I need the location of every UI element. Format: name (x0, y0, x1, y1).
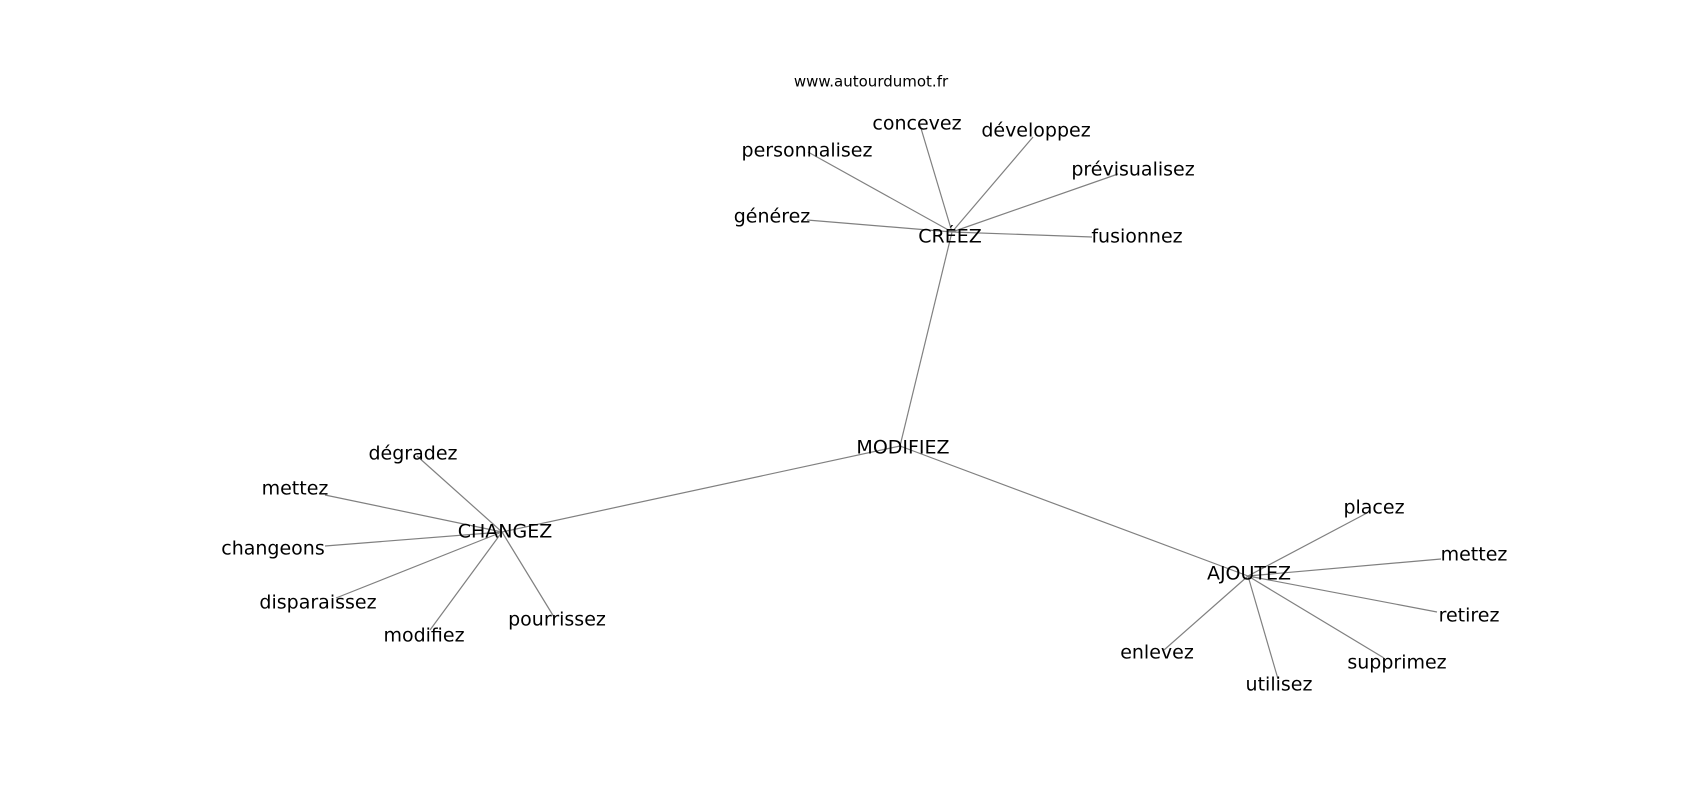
edge-center-changez (501, 445, 901, 533)
hub-node-label: AJOUTEZ (1207, 563, 1291, 585)
edge-center-creez (899, 231, 953, 447)
edge-ajoutez-leaf (1247, 512, 1368, 577)
leaf-node-label: utilisez (1246, 674, 1313, 696)
leaf-node-label: concevez (872, 113, 961, 135)
edge-creez-leaf (807, 151, 953, 233)
edge-changez-leaf (416, 455, 503, 533)
leaf-node-label: modifiez (383, 625, 464, 647)
edge-changez-leaf (429, 531, 503, 631)
leaf-node-label: générez (734, 206, 811, 228)
edge-ajoutez-leaf (1247, 575, 1279, 680)
edge-creez-leaf (806, 219, 953, 233)
edge-center-ajoutez (899, 445, 1249, 577)
leaf-node-label: disparaissez (259, 592, 376, 614)
leaf-node-label: fusionnez (1091, 226, 1182, 248)
edges (324, 124, 1442, 680)
leaf-node-label: placez (1343, 497, 1404, 519)
edge-changez-leaf (335, 531, 503, 599)
watermark: www.autourdumot.fr (794, 73, 949, 91)
leaf-node-label: prévisualisez (1071, 159, 1194, 181)
center-node-label: MODIFIEZ (856, 437, 949, 459)
leaf-node-label: pourrissez (508, 609, 606, 631)
edge-creez-leaf (951, 231, 1093, 238)
edge-ajoutez-leaf (1163, 575, 1249, 651)
leaf-node-label: retirez (1439, 605, 1500, 627)
leaf-node-label: mettez (1441, 544, 1508, 566)
leaf-node-label: changeons (221, 538, 325, 560)
edge-ajoutez-leaf (1247, 575, 1385, 659)
leaf-node-label: enlevez (1120, 642, 1194, 664)
hub-node-label: CHANGEZ (458, 521, 553, 543)
leaf-node-label: dégradez (369, 443, 458, 465)
edge-creez-leaf (951, 173, 1119, 233)
nodes: MODIFIEZ CRÉEZ concevez développez personnal… (221, 113, 1507, 696)
edge-changez-leaf (324, 531, 503, 547)
leaf-node-label: personnalisez (742, 140, 873, 162)
edge-ajoutez-leaf (1247, 575, 1438, 613)
edge-creez-leaf (919, 124, 953, 233)
hub-node-label: CRÉEZ (918, 225, 982, 248)
leaf-node-label: supprimez (1347, 652, 1446, 674)
edge-creez-leaf (951, 136, 1034, 233)
edge-changez-leaf (501, 531, 555, 618)
edge-ajoutez-leaf (1247, 558, 1442, 577)
edge-changez-leaf (324, 494, 503, 533)
leaf-node-label: développez (981, 120, 1090, 142)
leaf-node-label: mettez (262, 478, 329, 500)
